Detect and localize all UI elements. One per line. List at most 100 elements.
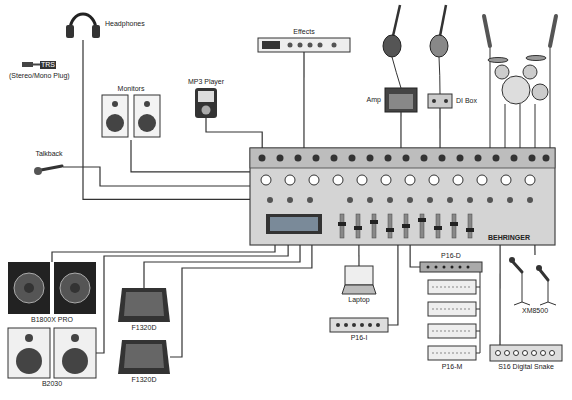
distribution-hub xyxy=(420,262,482,272)
subwoofers xyxy=(60,273,90,303)
null xyxy=(543,155,550,162)
mics-on-stands xyxy=(540,302,548,305)
mics-on-stands xyxy=(513,262,522,272)
null xyxy=(467,197,473,203)
null xyxy=(367,197,373,203)
null xyxy=(477,175,487,185)
monitor-speakers xyxy=(138,114,156,132)
null xyxy=(507,197,513,203)
null xyxy=(457,155,464,162)
device-label: F1320D xyxy=(131,324,158,332)
guitars xyxy=(383,35,401,57)
device-label: B2030 xyxy=(41,380,63,388)
null xyxy=(285,175,295,185)
null xyxy=(385,155,392,162)
drum-kit xyxy=(526,56,546,61)
cable xyxy=(144,245,300,288)
null xyxy=(466,228,474,232)
mics-on-stands xyxy=(536,265,542,271)
mics-on-stands xyxy=(514,302,522,305)
subwoofers xyxy=(8,262,50,314)
cable xyxy=(358,245,359,266)
null xyxy=(420,214,424,238)
null xyxy=(468,214,472,238)
guitars xyxy=(439,57,440,94)
mixer-console xyxy=(250,148,555,245)
cable xyxy=(534,245,535,255)
null xyxy=(402,224,410,228)
personal-mixers xyxy=(428,272,480,360)
drum-kit xyxy=(550,48,551,148)
null xyxy=(447,197,453,203)
null xyxy=(331,155,338,162)
di-box xyxy=(432,99,436,103)
device-label: MP3 Player xyxy=(187,78,225,86)
drum-kit xyxy=(505,104,506,148)
cable xyxy=(388,245,398,325)
p16-input-module xyxy=(376,323,380,327)
di-box xyxy=(428,94,452,108)
p16-input-module xyxy=(344,323,348,327)
di-box xyxy=(444,99,448,103)
null xyxy=(313,155,320,162)
null xyxy=(407,197,413,203)
guitars xyxy=(392,57,401,88)
null xyxy=(261,175,535,185)
di-box xyxy=(428,94,452,108)
mics-on-stands xyxy=(548,280,549,302)
null xyxy=(381,175,391,185)
null xyxy=(421,155,428,162)
drum-kit xyxy=(495,65,509,79)
talkback-mic xyxy=(41,166,62,170)
p16-input-module xyxy=(336,323,340,327)
effects-rack xyxy=(332,43,337,48)
input-module-box: P16-I xyxy=(330,318,388,332)
personal-mixers xyxy=(480,272,481,353)
plug-type-label: TRS xyxy=(40,61,56,69)
null xyxy=(418,218,426,222)
headphones-icon xyxy=(66,25,74,38)
effects-rack xyxy=(288,43,293,48)
device-label: Laptop xyxy=(347,296,370,304)
drum-kit xyxy=(535,104,536,148)
subwoofers xyxy=(8,262,96,314)
personal-mixers xyxy=(432,287,472,353)
mixer-console xyxy=(250,148,555,168)
device-label: Headphones xyxy=(104,20,146,28)
cable xyxy=(63,167,250,186)
mics-on-stands xyxy=(522,272,523,302)
drum-kit xyxy=(523,65,537,79)
null xyxy=(386,228,394,232)
null xyxy=(439,155,446,162)
effects-rack xyxy=(308,43,313,48)
digital-snake xyxy=(496,351,501,356)
cable xyxy=(439,108,440,148)
device-label: P16-M xyxy=(441,363,464,371)
mp3-player xyxy=(195,88,217,118)
headphones-box: Headphones xyxy=(65,8,101,40)
digital-snake xyxy=(541,351,546,356)
monitor-speakers xyxy=(102,95,128,137)
cable xyxy=(131,140,250,172)
effects-rack xyxy=(262,41,280,49)
drum-kit xyxy=(550,16,556,46)
digital-snake xyxy=(490,345,562,361)
null xyxy=(338,218,474,232)
null xyxy=(277,155,284,162)
monitor-speakers xyxy=(134,95,160,137)
amp-box: Amp xyxy=(385,88,417,112)
stage-wedges xyxy=(118,288,170,374)
null xyxy=(501,175,511,185)
distribution-hub xyxy=(459,266,462,269)
monitor-speakers xyxy=(102,95,160,137)
null xyxy=(338,222,346,226)
main-speakers xyxy=(25,334,33,342)
p16-input-module xyxy=(330,318,388,332)
monitor-box: Monitors xyxy=(100,95,162,140)
main-speakers xyxy=(8,328,96,378)
drum-kit xyxy=(520,104,521,148)
guitar-amp xyxy=(385,88,417,112)
null xyxy=(287,197,293,203)
